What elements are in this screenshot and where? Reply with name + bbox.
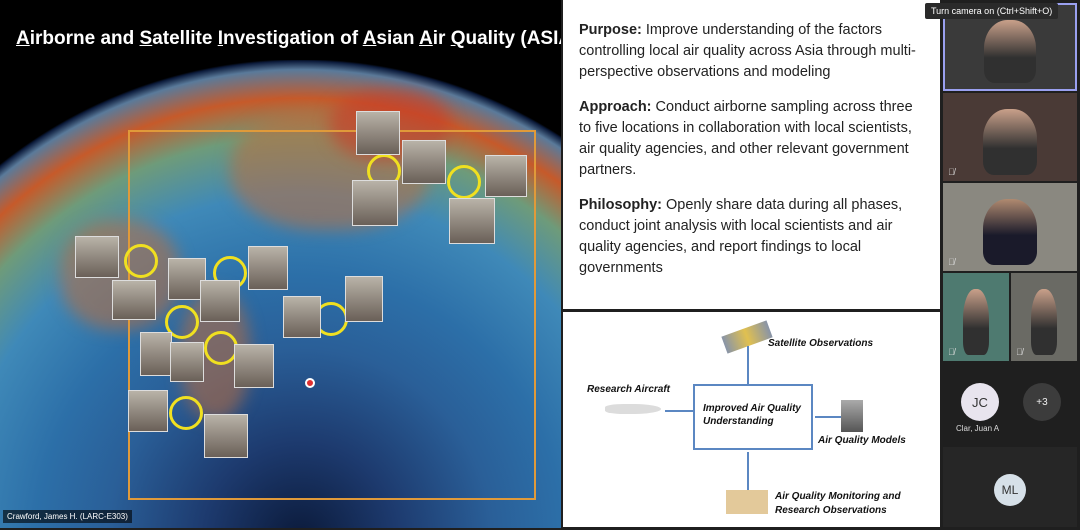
video-tile-participant-2[interactable]: 🎙̸ — [943, 93, 1077, 181]
purpose-paragraph: Purpose: Improve understanding of the fa… — [579, 22, 916, 80]
participant-name-jc: Clar, Juan A — [956, 424, 1000, 433]
scientist-photo — [75, 236, 119, 278]
scientist-photo — [449, 198, 495, 244]
video-tile-participant-3[interactable]: 🎙̸ — [943, 183, 1077, 271]
avatar-jc[interactable]: JC — [961, 383, 999, 421]
scientist-photo — [168, 258, 206, 300]
connector-line — [747, 452, 749, 490]
slide-diagram: Improved Air Quality Understanding Satel… — [563, 312, 940, 527]
video-tile-participant-4[interactable]: 🎙̸ — [943, 273, 1009, 361]
camera-tooltip: Turn camera on (Ctrl+Shift+O) — [925, 3, 1059, 19]
aircraft-label: Research Aircraft — [587, 384, 671, 395]
slide-text-panel: Purpose: Improve understanding of the fa… — [563, 0, 940, 309]
more-participants-button[interactable]: +3 — [1023, 383, 1061, 421]
scientist-photo — [204, 414, 248, 458]
scientist-photo — [170, 342, 204, 382]
scientist-photo — [352, 180, 398, 226]
scientist-photo — [402, 140, 446, 184]
site-ring — [204, 331, 238, 365]
connector-line — [665, 410, 693, 412]
location-pin — [305, 378, 315, 388]
site-ring — [165, 305, 199, 339]
participant-video — [962, 288, 990, 355]
scientist-photo — [200, 280, 240, 322]
presenter-name-tag: Crawford, James H. (LARC-E303) — [3, 510, 132, 523]
models-label: Air Quality Models — [818, 435, 906, 446]
connector-line — [815, 416, 841, 418]
scientist-photo — [283, 296, 321, 338]
participant-video — [1030, 288, 1058, 355]
site-ring — [124, 244, 158, 278]
scientist-photo — [128, 390, 168, 432]
shared-slide-map: Airborne and Satellite Investigation of … — [0, 0, 561, 528]
scientist-photo — [234, 344, 274, 388]
mic-off-icon: 🎙̸ — [948, 257, 955, 267]
site-ring — [447, 165, 481, 199]
scientist-photo — [112, 280, 156, 320]
scientist-photo — [345, 276, 383, 322]
participant-video — [984, 20, 1036, 84]
mic-off-icon: 🎙̸ — [948, 347, 955, 357]
mic-off-icon: 🎙̸ — [948, 167, 955, 177]
scientist-photo — [248, 246, 288, 290]
participant-video — [983, 108, 1037, 175]
monitoring-label: Air Quality Monitoring and Research Obse… — [775, 491, 901, 516]
scientist-photo — [356, 111, 400, 155]
video-tile-participant-5[interactable]: 🎙̸ — [1011, 273, 1077, 361]
satellite-label: Satellite Observations — [768, 338, 874, 349]
center-box: Improved Air Quality Understanding — [693, 384, 813, 450]
server-icon — [841, 400, 863, 432]
monitoring-station-icon — [726, 490, 768, 514]
scientist-photo — [485, 155, 527, 197]
connector-line — [747, 346, 749, 384]
mic-off-icon: 🎙̸ — [1016, 347, 1023, 357]
slide-title: Airborne and Satellite Investigation of … — [16, 28, 561, 49]
site-ring — [169, 396, 203, 430]
philosophy-paragraph: Philosophy: Openly share data during all… — [579, 197, 903, 276]
avatar-ml[interactable]: ML — [994, 474, 1026, 506]
airplane-icon — [605, 404, 661, 414]
scientist-photo — [140, 332, 172, 376]
participant-video — [983, 198, 1037, 265]
approach-paragraph: Approach: Conduct airborne sampling acro… — [579, 99, 913, 178]
